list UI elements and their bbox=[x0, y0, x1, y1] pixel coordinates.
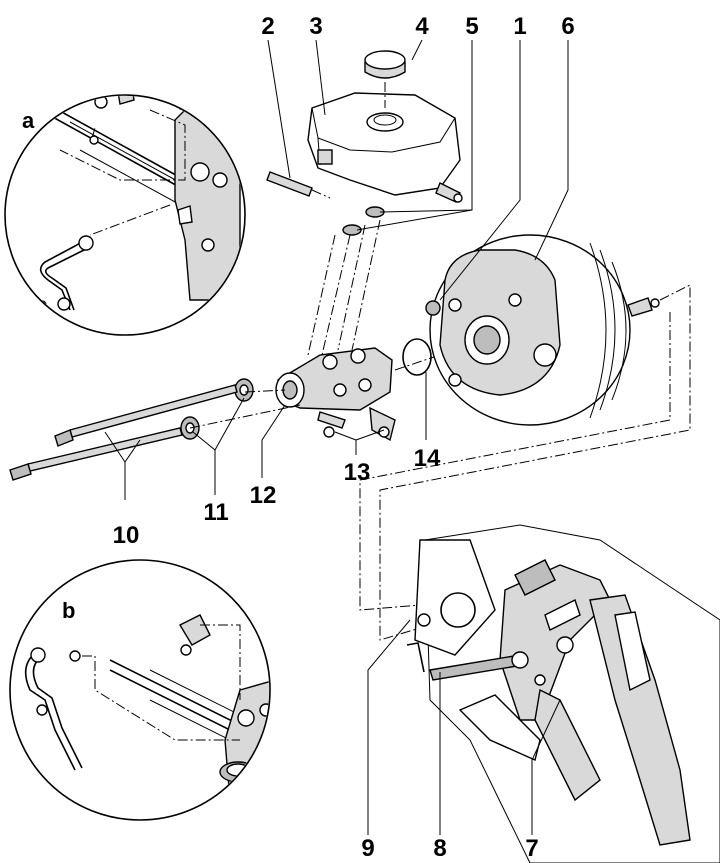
callout-numbers: 2 3 4 5 1 6 10 11 12 13 14 9 8 7 bbox=[113, 13, 575, 862]
o-ring-14 bbox=[402, 338, 432, 376]
callout-12: 12 bbox=[250, 482, 277, 509]
callout-5: 5 bbox=[465, 13, 478, 40]
callout-6: 6 bbox=[561, 13, 574, 40]
reservoir-cap bbox=[364, 50, 406, 108]
callout-2: 2 bbox=[261, 13, 274, 40]
callout-14: 14 bbox=[414, 445, 441, 472]
master-cylinder bbox=[275, 347, 396, 442]
callout-9: 9 bbox=[361, 835, 374, 862]
callout-8: 8 bbox=[433, 835, 446, 862]
callout-3: 3 bbox=[309, 13, 322, 40]
callout-13: 13 bbox=[344, 459, 371, 486]
callout-1: 1 bbox=[513, 13, 526, 40]
seals-11 bbox=[180, 378, 254, 440]
inset-b-label: b bbox=[62, 598, 75, 623]
inset-b bbox=[9, 559, 271, 821]
callout-4: 4 bbox=[415, 13, 429, 40]
pedal-assembly bbox=[406, 524, 720, 863]
seals-5 bbox=[342, 206, 385, 236]
callout-10: 10 bbox=[113, 522, 140, 549]
inset-a-label: a bbox=[22, 108, 35, 133]
leader-lines bbox=[104, 39, 569, 835]
callout-7: 7 bbox=[525, 835, 538, 862]
brake-fluid-reservoir bbox=[307, 92, 463, 203]
bolt-2 bbox=[266, 171, 331, 199]
inset-a bbox=[4, 94, 246, 336]
long-bolts-10 bbox=[9, 384, 238, 481]
brake-booster bbox=[425, 234, 660, 426]
callout-11: 11 bbox=[203, 499, 228, 526]
